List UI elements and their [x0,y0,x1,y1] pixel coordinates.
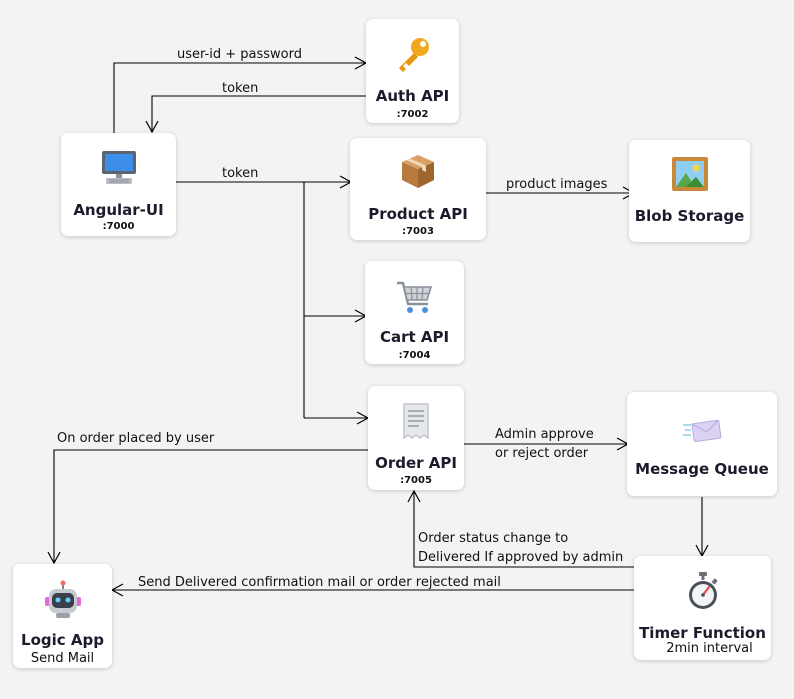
shopping-cart-icon [396,281,432,313]
stopwatch-icon [688,572,717,609]
node-logic-app[interactable]: Logic App Send Mail [13,564,112,668]
receipt-icon [403,403,429,440]
node-port: :7003 [402,226,434,237]
node-title: Logic App [21,631,104,649]
node-title: Cart API [379,328,450,346]
node-title: Timer Function [639,624,766,642]
node-title: Blob Storage [634,207,745,225]
node-subtitle: 2min interval [666,641,753,656]
robot-icon [44,580,81,618]
label-status-line1: Order status change to [418,531,569,546]
label-token-send: token [222,166,259,181]
edge-order-placed [47,449,368,565]
package-box-icon [402,155,434,188]
computer-monitor-icon [101,151,136,184]
node-angular-ui[interactable]: Angular-UI :7000 [61,133,176,236]
key-icon [398,38,429,72]
node-subtitle: Send Mail [30,651,95,666]
edge-token-return [145,95,366,134]
node-message-queue[interactable]: Message Queue [627,392,777,496]
label-admin-line1: Admin approve [495,427,594,442]
label-order-placed: On order placed by user [57,431,215,446]
label-product-images: product images [506,177,608,192]
node-port: :7004 [398,350,431,361]
node-port: :7000 [102,221,135,232]
label-status-line2: Delivered If approved by admin [418,550,624,565]
label-login: user-id + password [177,47,302,62]
node-port: :7002 [396,109,429,120]
edge-status [407,489,634,568]
edge-login [113,56,368,133]
node-title: Angular-UI [73,201,164,219]
node-auth-api[interactable]: Auth API :7002 [366,19,459,123]
node-cart-api[interactable]: Cart API :7004 [365,261,464,364]
framed-picture-icon [671,157,708,191]
node-title: Auth API [375,87,450,105]
node-product-api[interactable]: Product API :7003 [350,138,486,240]
node-port: :7005 [400,475,432,486]
node-blob-storage[interactable]: Blob Storage [629,140,750,242]
node-title: Order API [375,454,457,472]
label-mail: Send Delivered confirmation mail or orde… [138,575,501,590]
node-timer-function[interactable]: Timer Function 2min interval [634,556,771,660]
envelope-icon [683,419,722,443]
node-title: Message Queue [635,460,769,478]
label-token-return: token [222,81,259,96]
label-admin-line2: or reject order [495,446,589,461]
node-title: Product API [368,205,468,223]
node-order-api[interactable]: Order API :7005 [368,386,464,490]
